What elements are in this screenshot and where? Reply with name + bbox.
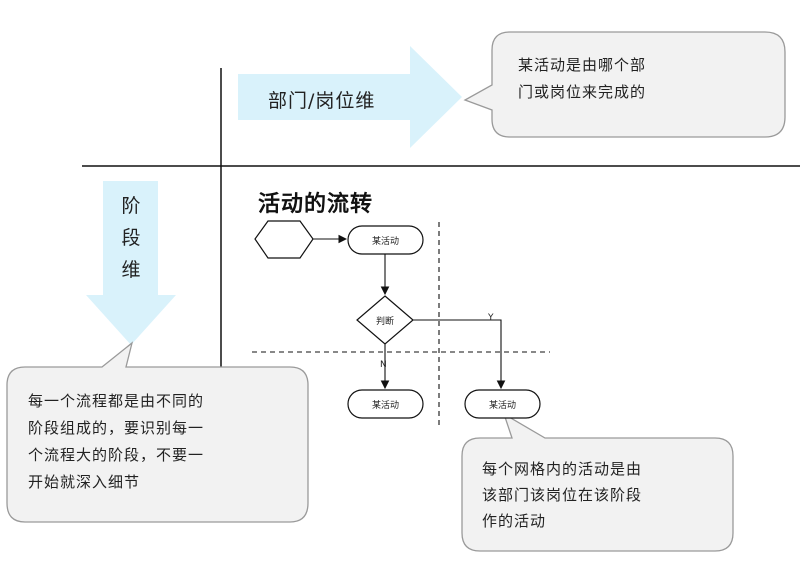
vertical-label-char: 段 (121, 227, 141, 249)
start-hexagon (254, 220, 314, 259)
callout-line: 每一个流程都是由不同的 (28, 392, 205, 410)
callout-bottom-right-bubble (461, 412, 734, 552)
callout-top-right-text: 某活动是由哪个部 门或岗位来完成的 (518, 52, 646, 106)
edge-decision-yes (413, 319, 506, 390)
vertical-label-char: 维 (121, 259, 141, 281)
vertical-dimension-arrow (86, 181, 176, 345)
callout-bottom-left-bubble (6, 341, 309, 523)
callout-top-right-bubble (463, 31, 786, 138)
callout-line: 作的活动 (482, 512, 547, 530)
edge-yes-label: Y (488, 313, 494, 323)
vertical-label-char: 阶 (121, 195, 141, 217)
callout-line: 阶段组成的，要识别每一 (28, 419, 205, 437)
edge-no-label: N (380, 360, 387, 370)
diagram-title: 活动的流转 (258, 192, 374, 217)
activity-top-label: 某活动 (371, 237, 399, 247)
decision-label: 判断 (375, 317, 394, 327)
horizontal-dimension-label: 部门/岗位维 (268, 90, 376, 112)
callout-line: 该部门该岗位在该阶段 (482, 486, 643, 504)
callout-bottom-right-text: 每个网格内的活动是由 该部门该岗位在该阶段 作的活动 (482, 456, 642, 534)
activity-bottom-left-node (347, 389, 424, 419)
horizontal-dimension-arrow (238, 46, 462, 148)
activity-bottom-right-node (464, 389, 541, 419)
callout-line: 每个网格内的活动是由 (482, 460, 643, 478)
callout-line: 门或岗位来完成的 (518, 83, 647, 101)
callout-line: 个流程大的阶段，不要一 (28, 446, 205, 464)
vertical-dimension-label: 阶 段 维 (116, 190, 146, 286)
activity-bottom-left-label: 某活动 (371, 401, 399, 411)
callout-line: 某活动是由哪个部 (518, 56, 647, 74)
callout-bottom-left-text: 每一个流程都是由不同的 阶段组成的，要识别每一 个流程大的阶段，不要一 开始就深… (28, 388, 204, 496)
callout-line: 开始就深入细节 (28, 473, 141, 491)
activity-bottom-right-label: 某活动 (488, 401, 516, 411)
